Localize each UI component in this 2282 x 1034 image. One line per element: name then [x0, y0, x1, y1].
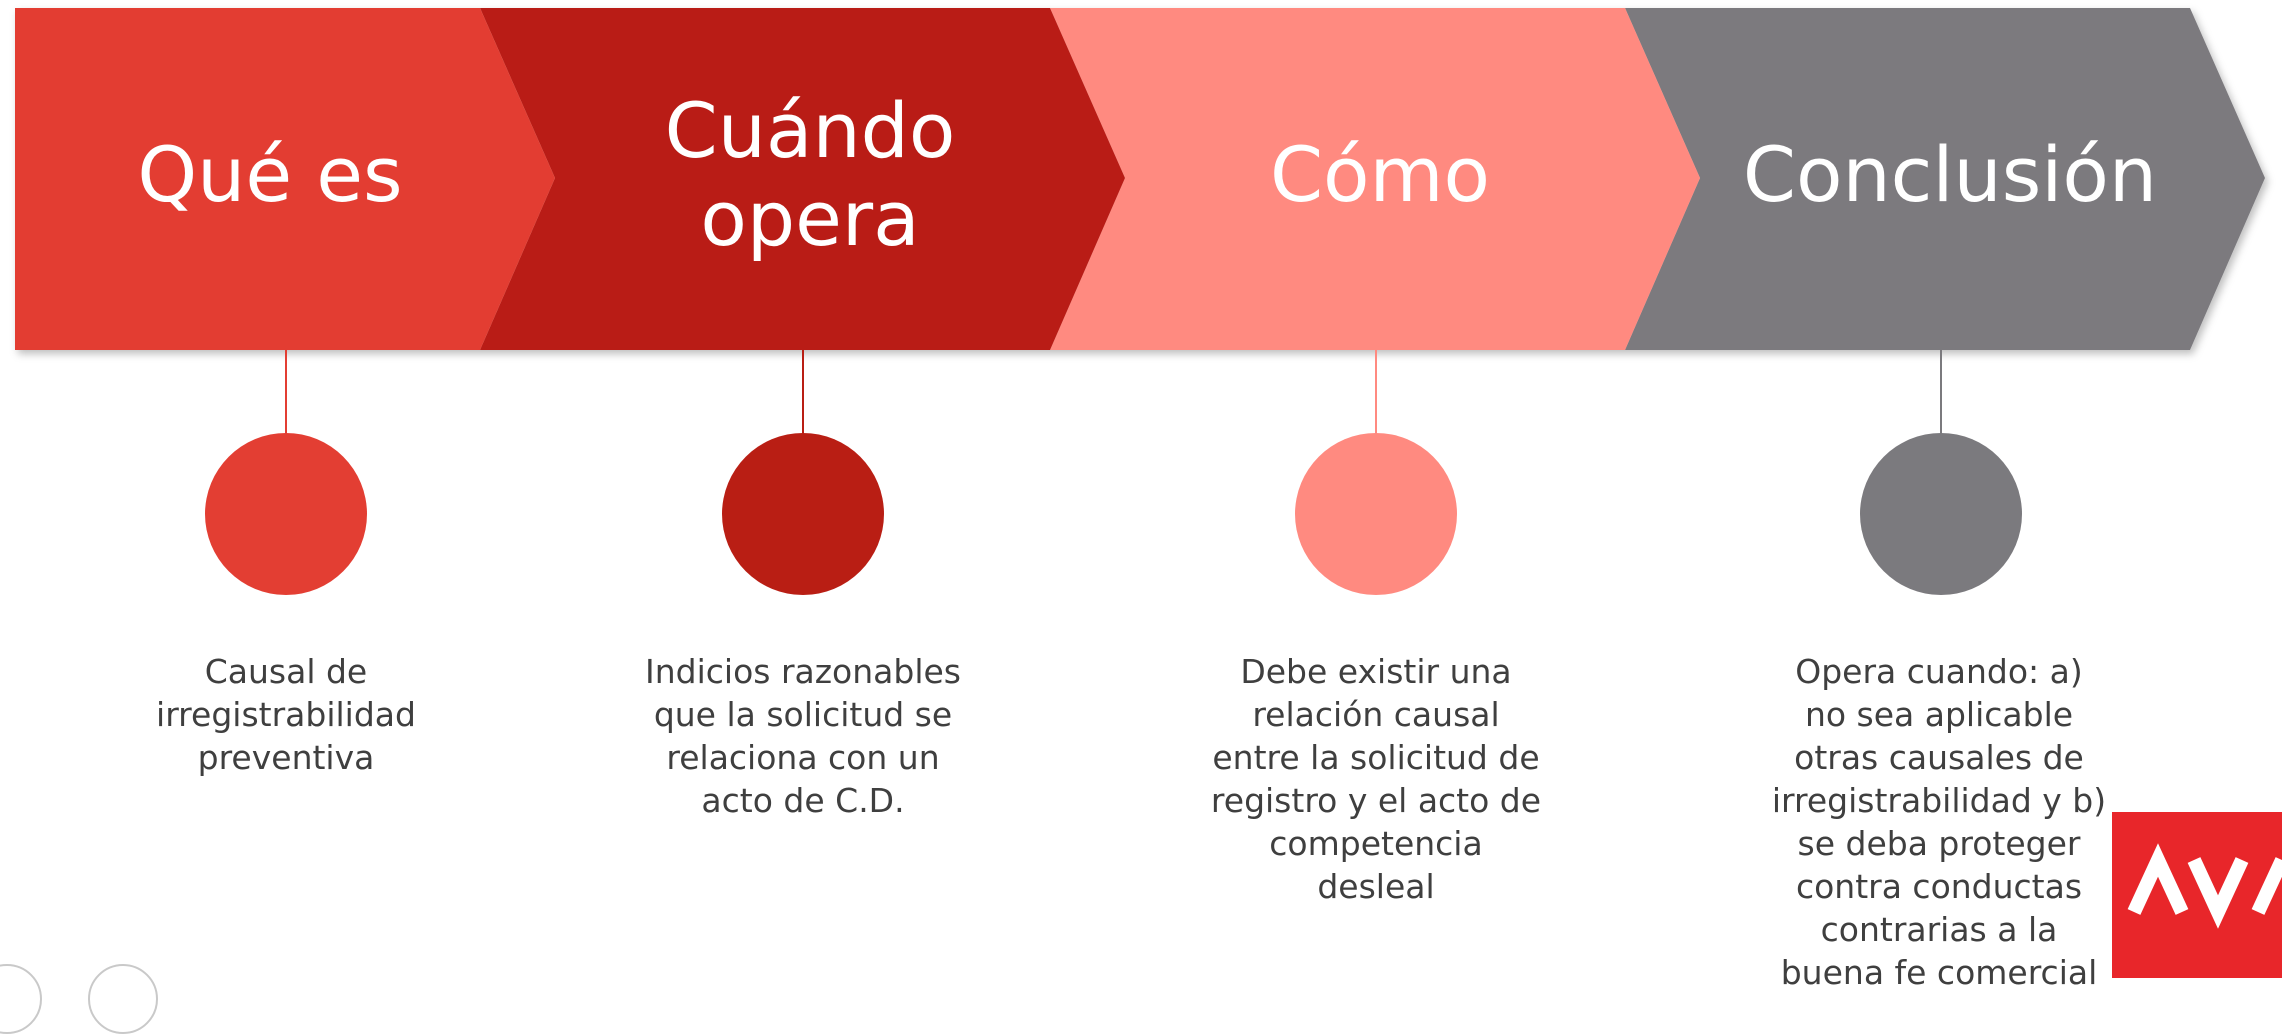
step-description-que-es: Causal de irregistrabilidad preventiva: [156, 652, 416, 777]
step-title-cuando-opera: Cuándo opera: [664, 86, 956, 263]
circle-como: [1295, 433, 1457, 595]
step-title-que-es: Qué es: [137, 130, 403, 219]
chevron-como: [1050, 8, 1700, 350]
circle-cuando-opera: [722, 433, 884, 595]
step-title-conclusion: Conclusión: [1742, 130, 2158, 219]
step-description-como: Debe existir una relación causal entre l…: [1210, 652, 1542, 906]
step-description-cuando-opera: Indicios razonables que la solicitud se …: [645, 652, 961, 820]
chevron-que-es: [15, 8, 555, 350]
logo-mark-icon: [2127, 843, 2282, 929]
chevron-conclusion: [1625, 8, 2265, 350]
step-description-conclusion: Opera cuando: a) no sea aplicable otras …: [1771, 652, 2107, 992]
brand-logo: [2112, 812, 2282, 978]
nav-next-button[interactable]: [88, 964, 158, 1034]
chevron-cuando-opera: [480, 8, 1125, 350]
process-diagram: [15, 8, 2265, 595]
step-title-como: Cómo: [1269, 130, 1491, 219]
circle-conclusion: [1860, 433, 2022, 595]
circle-que-es: [205, 433, 367, 595]
